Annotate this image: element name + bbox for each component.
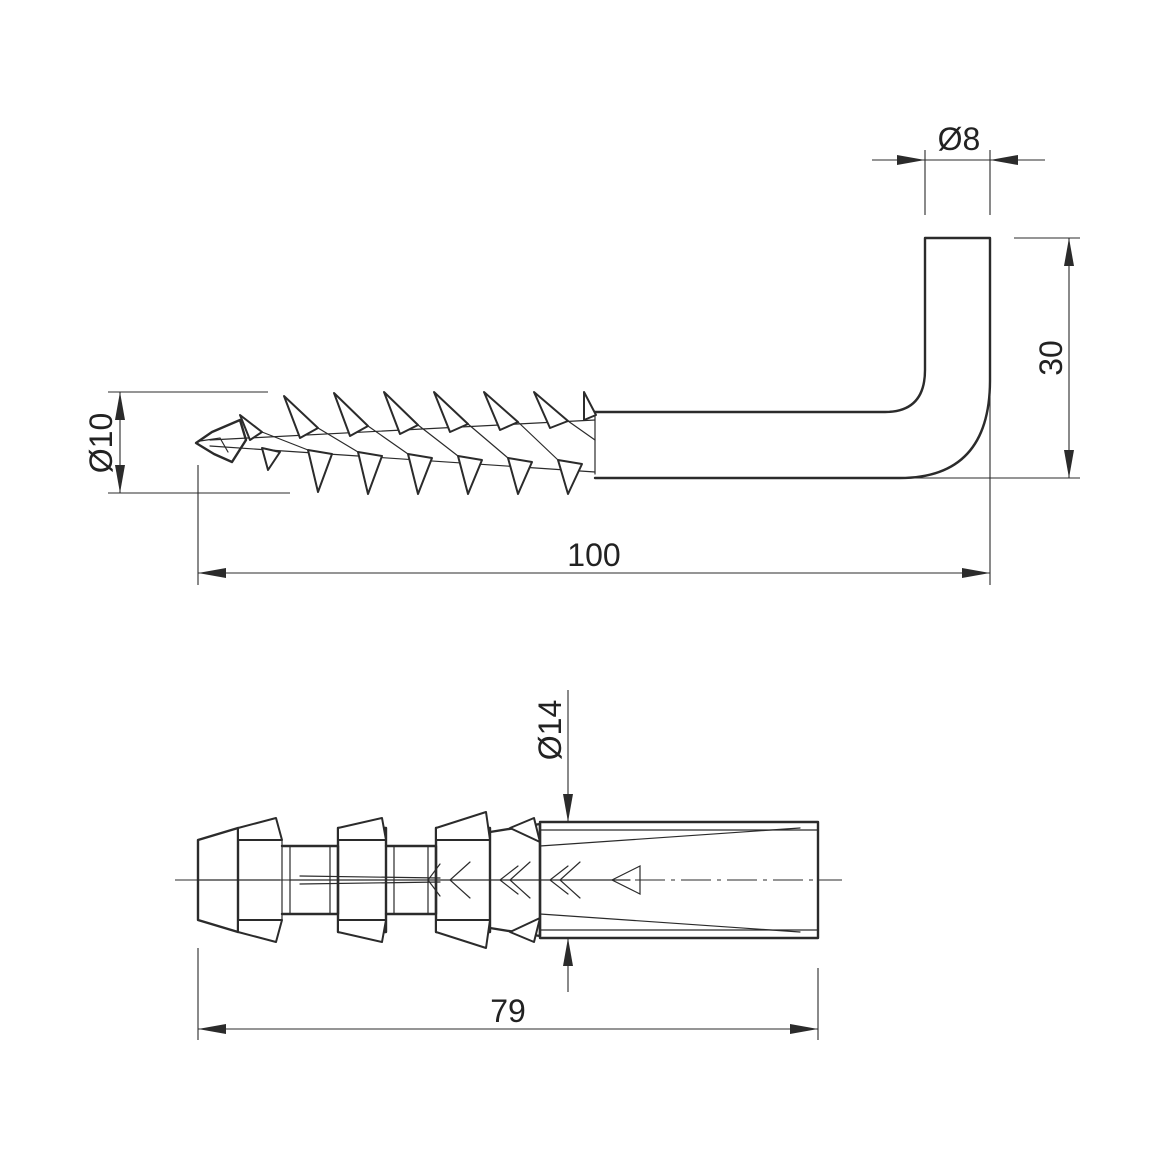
label-hook-wire-diameter: Ø8 (938, 121, 981, 157)
hook-body (593, 236, 992, 480)
hook-screw (194, 236, 992, 495)
dimension-hook-wire-diameter: Ø8 (872, 121, 1045, 215)
dimension-screw-thread-diameter: Ø10 (83, 391, 290, 494)
wall-plug (175, 811, 842, 949)
label-plug-diameter: Ø14 (532, 700, 568, 760)
label-hook-total-length: 100 (567, 537, 620, 573)
dimension-plug-length: 79 (197, 948, 819, 1040)
label-screw-thread-diameter: Ø10 (83, 413, 119, 473)
screw-thread (194, 391, 597, 495)
label-hook-height: 30 (1033, 340, 1069, 376)
dimension-plug-diameter: Ø14 (532, 690, 573, 992)
label-plug-length: 79 (490, 993, 526, 1029)
dimension-hook-total-length: 100 (197, 395, 991, 585)
dimension-hook-height: 30 (915, 237, 1080, 479)
